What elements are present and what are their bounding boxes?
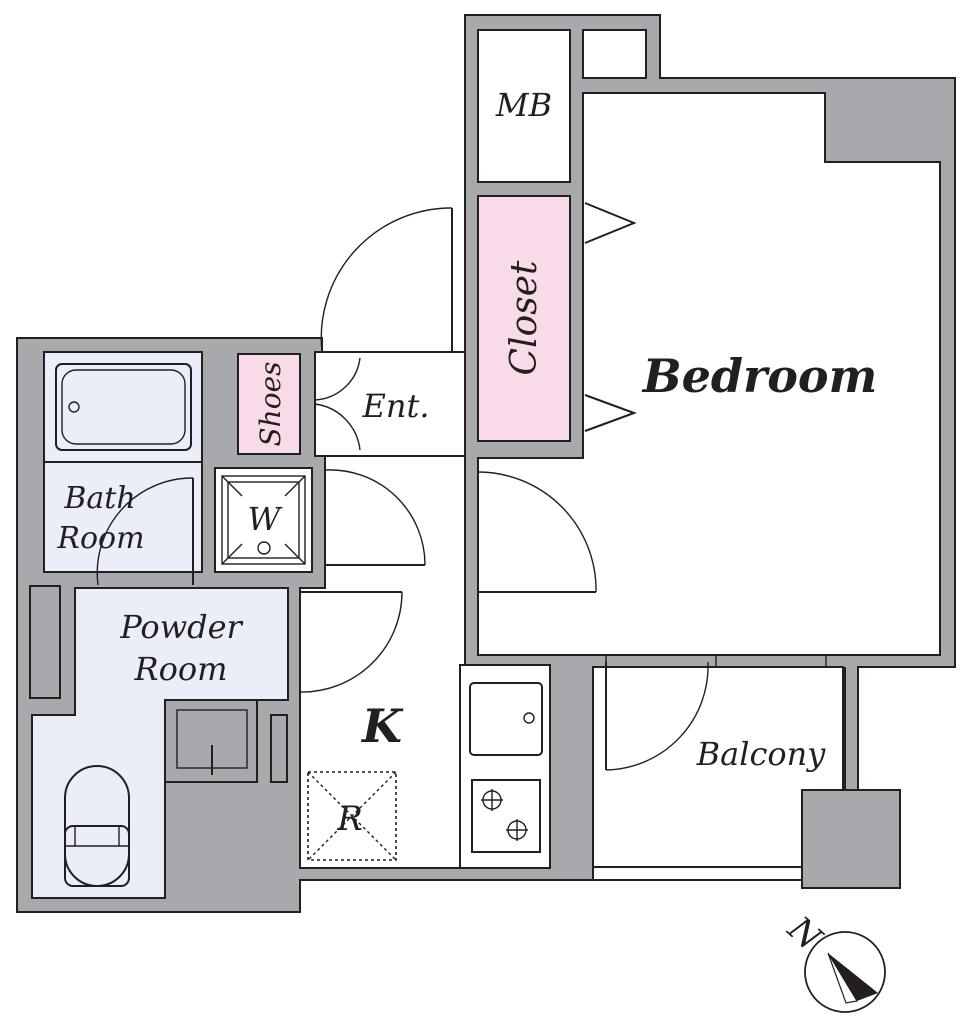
balcony-label: Balcony: [696, 735, 827, 773]
washer-label: W: [248, 500, 284, 538]
fixtures: [29, 202, 901, 889]
bath-label-line1: Bath: [63, 481, 135, 516]
bath-label-line2: Room: [56, 521, 144, 556]
labels: MB Closet Bedroom Shoes Ent. Bath Room W…: [56, 86, 877, 839]
upper-storage: [582, 29, 647, 79]
doors: [96, 207, 827, 771]
kitchen-label: K: [360, 699, 404, 753]
mb-label: MB: [495, 86, 552, 124]
balcony-pillar: [801, 789, 901, 889]
closet-label: Closet: [504, 260, 545, 376]
north-compass: N: [779, 908, 886, 1013]
closet-door-icon: [584, 202, 637, 432]
bedroom: [477, 92, 941, 656]
shoes-label: Shoes: [254, 361, 287, 446]
north-arrow-icon: [828, 953, 878, 1001]
sink-icon: [164, 699, 258, 783]
towel-rail: [270, 714, 288, 783]
entrance-label: Ent.: [362, 387, 430, 425]
stove-burner-icon: [481, 789, 528, 841]
powder-label-line1: Powder: [119, 608, 243, 646]
closet: [477, 195, 571, 442]
entrance: [314, 351, 466, 457]
kitchen-counter: [459, 664, 551, 869]
fridge-space: [307, 771, 397, 861]
bathtub-icon: [55, 363, 192, 451]
rooms: [31, 29, 941, 899]
mb-room: [477, 29, 571, 183]
bedroom-label: Bedroom: [641, 349, 878, 403]
toilet-icon: [64, 765, 130, 887]
fridge-label: R: [336, 799, 363, 839]
powder-room: [31, 587, 289, 899]
shoes-cabinet: [237, 353, 301, 455]
washer-icon: [221, 475, 306, 565]
powder-label-line2: Room: [134, 650, 228, 688]
powder-shelf: [29, 585, 61, 699]
